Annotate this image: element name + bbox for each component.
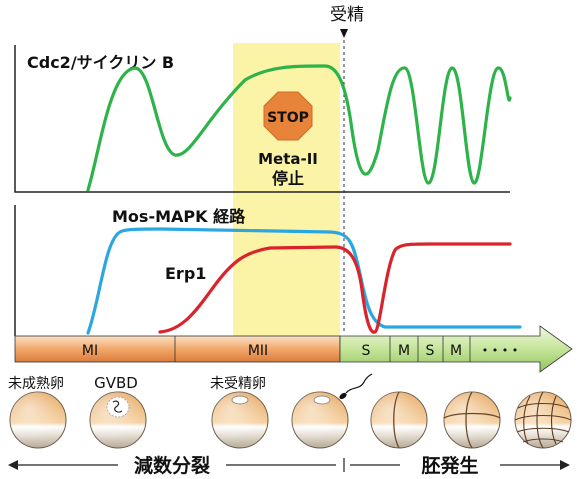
embryogenesis-range-arrow	[350, 460, 570, 470]
stop-sign-label: STOP	[267, 110, 309, 126]
meta-ii-label: Meta-II	[258, 150, 318, 168]
phase-bar-embryo-arrow	[339, 325, 573, 373]
arrest-label: 停止	[272, 169, 304, 188]
cdc2-cyclin-b-title: Cdc2/サイクリン B	[27, 53, 174, 72]
phase-bar-meiosis	[14, 335, 341, 363]
cycle-s-1: S	[362, 343, 371, 359]
cdc2-cyclin-b-curve	[86, 64, 512, 192]
fertilization-arrow-icon	[340, 29, 348, 38]
gvbd-label: GVBD	[94, 374, 138, 392]
cycle-s-2: S	[426, 343, 435, 359]
meiosis-label: 減数分裂	[134, 454, 210, 477]
egg-gvbd	[89, 391, 147, 449]
mos-mapk-curve	[86, 227, 522, 335]
erp1-curve	[158, 242, 512, 334]
sperm-tail-icon	[345, 373, 373, 394]
meta-ii-highlight	[233, 43, 340, 336]
embryo-multicell	[514, 391, 572, 449]
egg-unfertilized	[211, 391, 269, 449]
fertilization-label: 受精	[330, 5, 364, 25]
embryo-2cell	[370, 391, 428, 449]
immature-oocyte-label: 未成熟卵	[8, 376, 64, 392]
egg-immature	[9, 391, 67, 449]
unfertilized-egg-label: 未受精卵	[210, 376, 266, 392]
meiosis-range-arrow	[8, 460, 336, 470]
embryo-4cell	[443, 391, 501, 449]
egg-fertilization	[291, 373, 373, 449]
stop-sign-icon	[263, 91, 313, 141]
top-panel-axes	[14, 45, 510, 193]
left-arrowhead-icon	[8, 460, 18, 470]
embryogenesis-label: 胚発生	[420, 454, 478, 477]
chromosome-icon	[112, 400, 123, 413]
cycle-m-2: M	[450, 343, 462, 359]
cycle-ellipsis: • • • •	[482, 344, 518, 357]
sperm-head-icon	[339, 392, 347, 400]
right-arrowhead-icon	[560, 460, 570, 470]
phase-mi: MI	[82, 343, 98, 359]
cycle-m-1: M	[398, 343, 410, 359]
mos-mapk-title: Mos-MAPK 経路	[112, 207, 246, 226]
erp1-label: Erp1	[165, 264, 206, 283]
phase-mii: MII	[248, 343, 268, 359]
